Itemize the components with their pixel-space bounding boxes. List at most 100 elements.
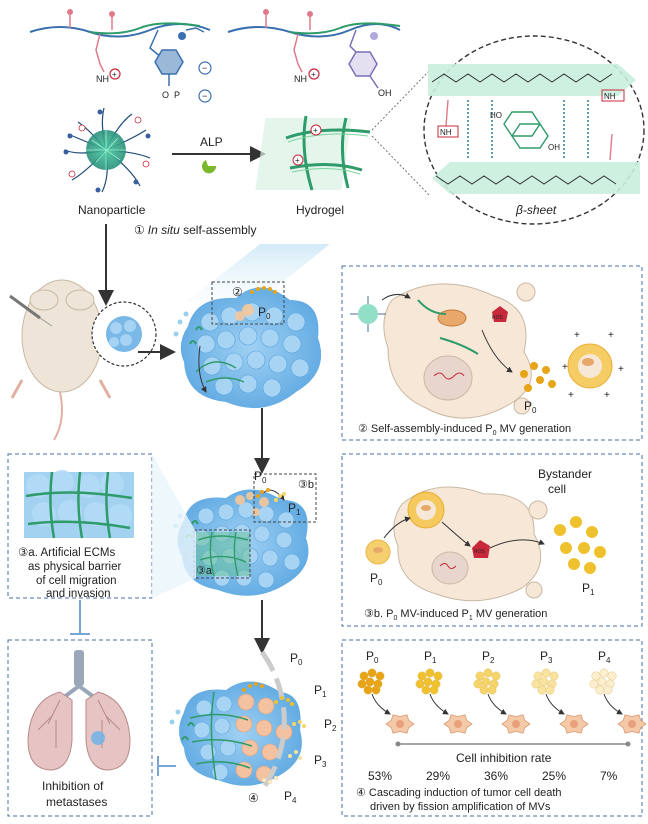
mv-arc-1 [250, 286, 277, 294]
mv-dot [479, 685, 489, 695]
inhibition-rate-0: 53% [368, 769, 392, 783]
cascade-arrow [603, 693, 623, 715]
mv-dot [365, 677, 375, 687]
step3a-marker: ③a [196, 565, 213, 577]
generation-4: P4 [589, 649, 647, 734]
svg-text:+: + [568, 390, 574, 401]
mv-dot [545, 685, 555, 695]
mv-dot [541, 668, 551, 678]
mv-dot [597, 677, 607, 687]
panel2-caption: ② Self-assembly-induced P0 MV generation [358, 423, 571, 437]
generation-0: P0 [357, 649, 415, 734]
svg-text:+: + [574, 330, 580, 341]
p0-highlight-box [211, 281, 285, 325]
svg-text:+: + [608, 330, 614, 341]
panel3a-line4: and invasion [46, 588, 111, 600]
mv-dot [603, 685, 613, 695]
panel2-illustration: ROS + + + + + + [350, 282, 624, 419]
mv-dot [429, 685, 439, 695]
beta-sheet-label: β-sheet [515, 203, 557, 217]
panel3a-line2: as physical barrier [28, 561, 121, 573]
generation-label-1: P1 [424, 649, 437, 665]
mv-dot [607, 671, 617, 681]
arc-p3: P3 [314, 753, 327, 769]
mv-dot [375, 671, 385, 681]
inhibition-rate-2: 36% [484, 769, 508, 783]
nh3-label-1: NH [96, 74, 109, 84]
mv-dot [599, 668, 609, 678]
svg-text:+: + [295, 156, 300, 165]
svg-text:+: + [618, 364, 624, 375]
peptide-chain-hydroxyl: NH + OH [227, 9, 401, 98]
generation-2: P2 [473, 649, 531, 734]
mv-dot [423, 677, 433, 687]
tumor-stage2 [173, 489, 309, 596]
arc-p0: P0 [290, 651, 303, 667]
mv-dot [367, 668, 377, 678]
svg-text:+: + [604, 390, 610, 401]
tumor2-p1-label: P1 [288, 501, 301, 517]
panel3a-line1: ③a. Artificial ECMs [18, 547, 115, 559]
rate-row: 53%29%36%25%7% [368, 769, 618, 783]
mv-dot [425, 668, 435, 678]
svg-text:+: + [311, 70, 316, 79]
mv-dot [421, 685, 431, 695]
step2-marker: ② [232, 285, 243, 299]
cascade-arrow [545, 693, 565, 715]
metastases-line2: metastases [46, 795, 107, 809]
cell-nucleus [570, 720, 578, 728]
mv-dot [549, 671, 559, 681]
mv-dot [487, 685, 497, 695]
svg-text:P: P [174, 90, 180, 100]
step3b-marker: ③b [298, 479, 314, 491]
panel4-caption-line1: ④ Cascading induction of tumor cell deat… [356, 787, 562, 799]
svg-text:+: + [562, 362, 568, 373]
mv-dot [481, 677, 491, 687]
cell-nucleus [628, 720, 636, 728]
tumor-stage1 [173, 287, 322, 409]
cell-nucleus [512, 720, 520, 728]
oh-label-beta: OH [548, 143, 560, 152]
panel3b-caption: ③b. P0 MV-induced P1 MV generation [364, 608, 547, 622]
mv-dot [363, 685, 373, 695]
svg-text:+: + [112, 70, 117, 79]
inhibition-rate-4: 7% [600, 769, 618, 783]
alp-label: ALP [200, 135, 223, 149]
nh3-label-4: NH [604, 92, 616, 101]
mv-dot [433, 671, 443, 681]
panel2-ros: ROS [492, 315, 504, 321]
nh3-label-3: NH [440, 128, 452, 137]
panel3b-illustration: ROS [365, 486, 606, 602]
generation-label-2: P2 [482, 649, 495, 665]
nanoparticle-label: Nanoparticle [78, 203, 146, 217]
generation-1: P1 [415, 649, 473, 734]
injection-cone [186, 244, 330, 302]
inhibition-rate-3: 25% [542, 769, 566, 783]
generation-label-4: P4 [598, 649, 611, 665]
arc-p2: P2 [324, 717, 337, 733]
svg-text:−: − [202, 91, 207, 101]
mv-dot [595, 685, 605, 695]
bystander-line2: cell [548, 482, 566, 496]
peptide-chain-phosphate: NH + O P − − [29, 9, 212, 103]
hydrogel-label: Hydrogel [296, 203, 344, 217]
cascade-arrow [371, 693, 391, 715]
panel3b-p1-label: P1 [582, 581, 595, 597]
generation-label-0: P0 [366, 649, 379, 665]
cell-nucleus [454, 720, 462, 728]
mv-dot [371, 685, 381, 695]
inhibition-axis-label: Cell inhibition rate [456, 751, 552, 765]
small-tumor-icon [106, 316, 142, 352]
ho-label: HO [490, 111, 502, 120]
mv-dot [537, 685, 547, 695]
mv-dot [491, 671, 501, 681]
p1-highlight-box [253, 473, 317, 523]
cell-nucleus [396, 720, 404, 728]
oh-label: OH [378, 88, 392, 98]
mv-dot [539, 677, 549, 687]
hydrogel-icon: + + [255, 115, 371, 191]
svg-text:O: O [162, 90, 169, 100]
beta-sheet-diagram: HO OH NH NH [423, 35, 645, 225]
panel3b-ros: ROS [474, 549, 486, 555]
